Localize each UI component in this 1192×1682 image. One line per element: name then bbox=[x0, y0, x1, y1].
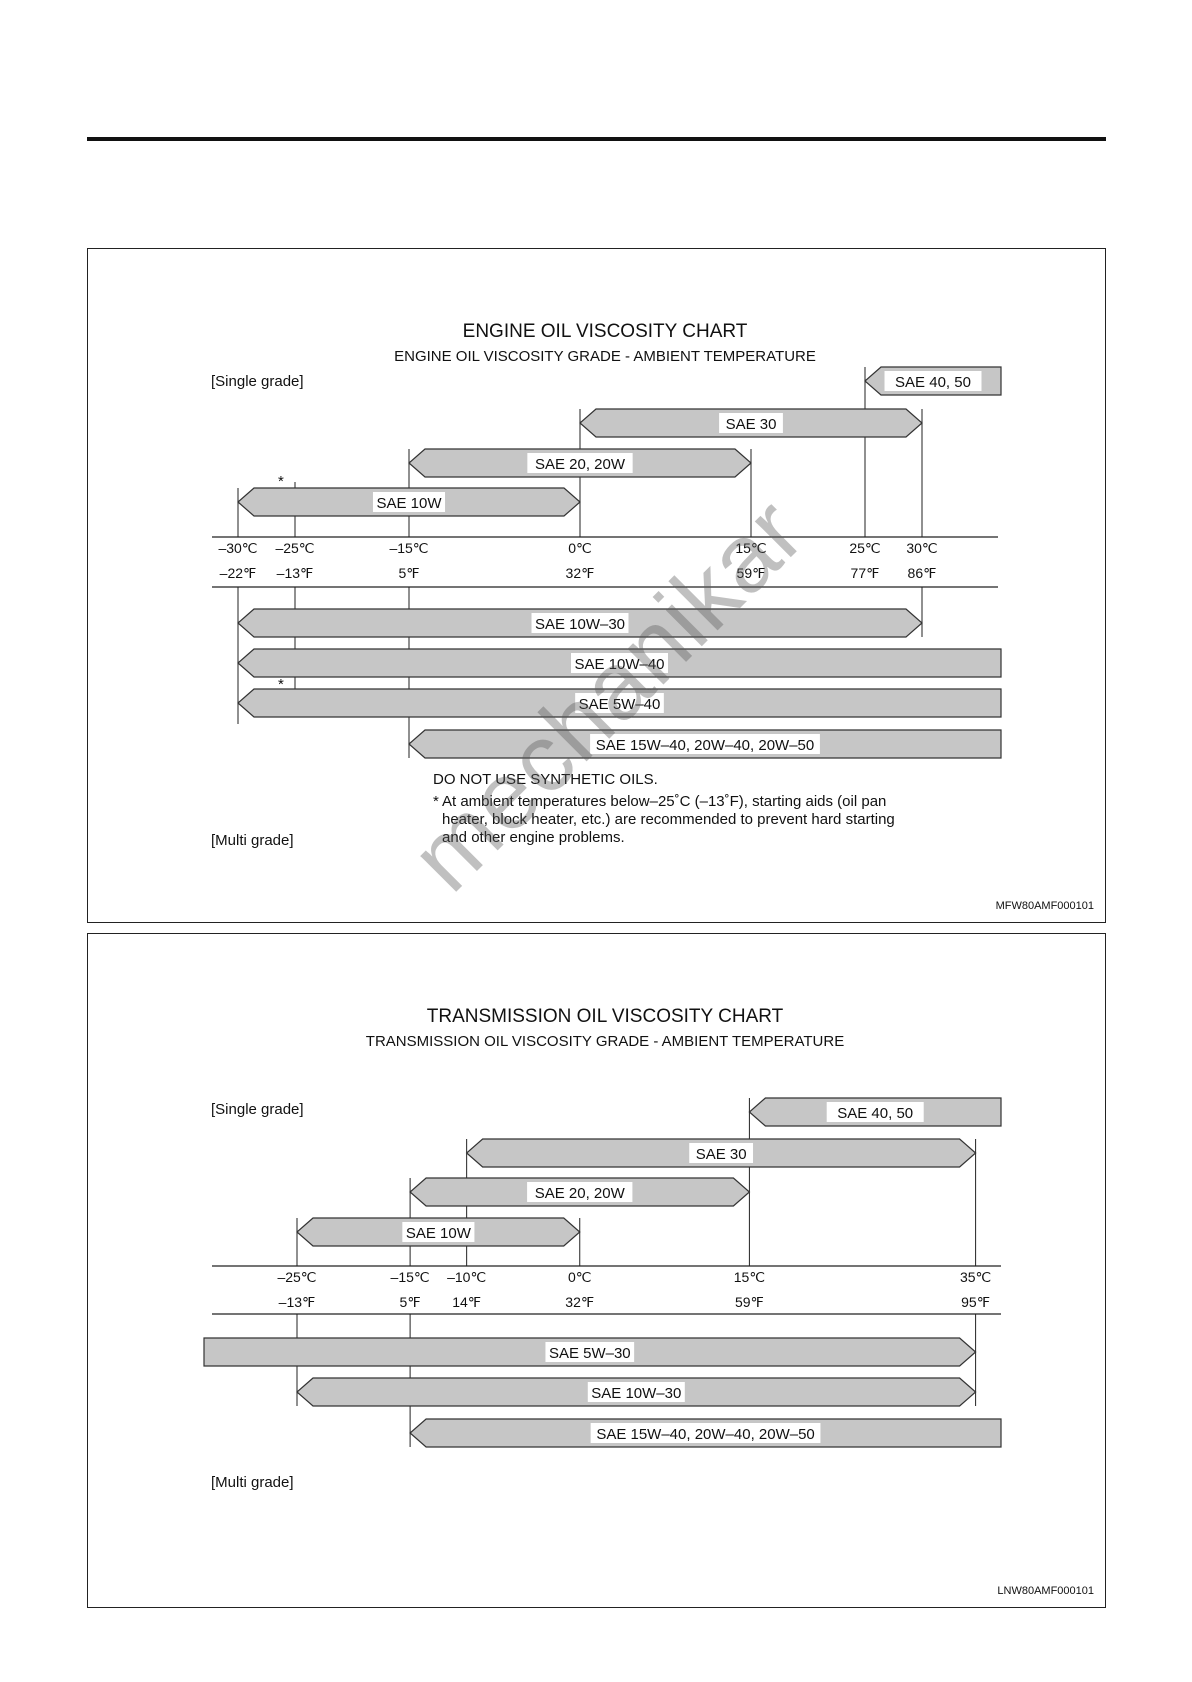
tick-label-c: 15℃ bbox=[734, 1269, 765, 1285]
bar-label-bg-sae-10w bbox=[372, 492, 446, 512]
engine-oil-chart-panel: ENGINE OIL VISCOSITY CHART ENGINE OIL VIS… bbox=[87, 248, 1106, 923]
chart-title: ENGINE OIL VISCOSITY CHART bbox=[463, 321, 748, 342]
bar-label-bg-sae-5w-30 bbox=[545, 1342, 635, 1362]
tick-label-c: 0℃ bbox=[568, 1269, 592, 1285]
bar-label-sae-15w-40-20w-40-20w-50: SAE 15W–40, 20W–40, 20W–50 bbox=[596, 737, 814, 754]
single-grade-label: [Single grade] bbox=[211, 373, 304, 390]
transmission-oil-chart-panel: TRANSMISSION OIL VISCOSITY CHART TRANSMIS… bbox=[87, 933, 1106, 1608]
tick-label-f: 86℉ bbox=[908, 565, 937, 581]
asterisk-mark: * bbox=[278, 676, 284, 693]
bar-label-bg-sae-20-20w bbox=[527, 1182, 633, 1202]
bar-label-sae-30: SAE 30 bbox=[726, 416, 777, 433]
bar-label-bg-sae-20-20w bbox=[527, 453, 633, 473]
bar-label-sae-30: SAE 30 bbox=[696, 1146, 747, 1163]
tick-label-f: 5℉ bbox=[400, 1294, 421, 1310]
bar-label-bg-sae-10w-40 bbox=[571, 653, 668, 673]
tick-label-f: 32℉ bbox=[565, 1294, 594, 1310]
figure-code: MFW80AMF000101 bbox=[996, 900, 1094, 912]
bar-label-sae-20-20w: SAE 20, 20W bbox=[535, 456, 626, 473]
bar-label-sae-10w-30: SAE 10W–30 bbox=[535, 616, 625, 633]
tick-label-c: –25℃ bbox=[277, 1269, 316, 1285]
footnote-line: At ambient temperatures below–25˚C (–13˚… bbox=[442, 793, 886, 810]
footnote-line: and other engine problems. bbox=[442, 829, 625, 846]
bar-label-bg-sae-10w-30 bbox=[531, 613, 629, 633]
top-rule bbox=[87, 137, 1106, 141]
single-grade-label: [Single grade] bbox=[211, 1101, 304, 1118]
bar-label-bg-sae-30 bbox=[719, 413, 783, 433]
tick-label-f: 95℉ bbox=[961, 1294, 990, 1310]
tick-label-f: 59℉ bbox=[735, 1294, 764, 1310]
bar-label-sae-5w-40: SAE 5W–40 bbox=[579, 696, 661, 713]
bar-label-bg-sae-15w-40-20w-40-20w-50 bbox=[590, 1423, 821, 1443]
multi-grade-label: [Multi grade] bbox=[211, 1474, 294, 1491]
tick-label-f: –13℉ bbox=[277, 565, 314, 581]
bar-label-sae-15w-40-20w-40-20w-50: SAE 15W–40, 20W–40, 20W–50 bbox=[596, 1426, 814, 1443]
asterisk-mark: * bbox=[278, 473, 284, 490]
multi-grade-label: [Multi grade] bbox=[211, 832, 294, 849]
tick-label-c: 15℃ bbox=[735, 540, 766, 556]
footnote-line: heater, block heater, etc.) are recommen… bbox=[442, 811, 895, 828]
bar-label-sae-40-50: SAE 40, 50 bbox=[837, 1105, 913, 1122]
tick-label-c: –15℃ bbox=[391, 1269, 430, 1285]
tick-label-c: –15℃ bbox=[389, 540, 428, 556]
bar-label-sae-5w-30: SAE 5W–30 bbox=[549, 1345, 631, 1362]
tick-label-f: –22℉ bbox=[220, 565, 257, 581]
bar-label-sae-10w-40: SAE 10W–40 bbox=[574, 656, 664, 673]
tick-label-f: 77℉ bbox=[851, 565, 880, 581]
tick-label-c: –25℃ bbox=[275, 540, 314, 556]
tick-label-f: 14℉ bbox=[452, 1294, 481, 1310]
tick-label-f: 5℉ bbox=[398, 565, 419, 581]
bar-label-sae-10w-30: SAE 10W–30 bbox=[591, 1385, 681, 1402]
figure-code: LNW80AMF000101 bbox=[997, 1585, 1094, 1597]
chart-subtitle: ENGINE OIL VISCOSITY GRADE - AMBIENT TEM… bbox=[394, 348, 816, 365]
tick-label-c: –10℃ bbox=[447, 1269, 486, 1285]
bar-label-bg-sae-5w-40 bbox=[575, 693, 664, 713]
bar-label-sae-10w: SAE 10W bbox=[376, 495, 442, 512]
bar-label-bg-sae-40-50 bbox=[826, 1102, 924, 1122]
engine-oil-chart-svg: ENGINE OIL VISCOSITY CHART ENGINE OIL VIS… bbox=[211, 321, 1094, 912]
tick-label-c: 25℃ bbox=[849, 540, 880, 556]
bar-label-sae-40-50: SAE 40, 50 bbox=[895, 374, 971, 391]
tick-label-c: 30℃ bbox=[906, 540, 937, 556]
bar-label-sae-20-20w: SAE 20, 20W bbox=[535, 1185, 626, 1202]
tick-label-c: 0℃ bbox=[568, 540, 592, 556]
tick-label-f: 59℉ bbox=[737, 565, 766, 581]
footnote-asterisk: * bbox=[433, 793, 439, 810]
transmission-oil-chart-svg: TRANSMISSION OIL VISCOSITY CHART TRANSMIS… bbox=[203, 1006, 1094, 1597]
bar-label-bg-sae-15w-40-20w-40-20w-50 bbox=[590, 734, 820, 754]
tick-label-f: –13℉ bbox=[279, 1294, 316, 1310]
bar-label-sae-10w: SAE 10W bbox=[406, 1225, 472, 1242]
chart-subtitle: TRANSMISSION OIL VISCOSITY GRADE - AMBIE… bbox=[366, 1033, 844, 1050]
tick-label-f: 32℉ bbox=[566, 565, 595, 581]
bar-label-bg-sae-30 bbox=[689, 1143, 754, 1163]
tick-label-c: –30℃ bbox=[218, 540, 257, 556]
bar-label-bg-sae-40-50 bbox=[884, 371, 982, 391]
bar-label-bg-sae-10w bbox=[402, 1222, 475, 1242]
warning-note: DO NOT USE SYNTHETIC OILS. bbox=[433, 771, 658, 788]
chart-title: TRANSMISSION OIL VISCOSITY CHART bbox=[427, 1006, 784, 1027]
bar-label-bg-sae-10w-30 bbox=[587, 1382, 685, 1402]
tick-label-c: 35℃ bbox=[960, 1269, 991, 1285]
